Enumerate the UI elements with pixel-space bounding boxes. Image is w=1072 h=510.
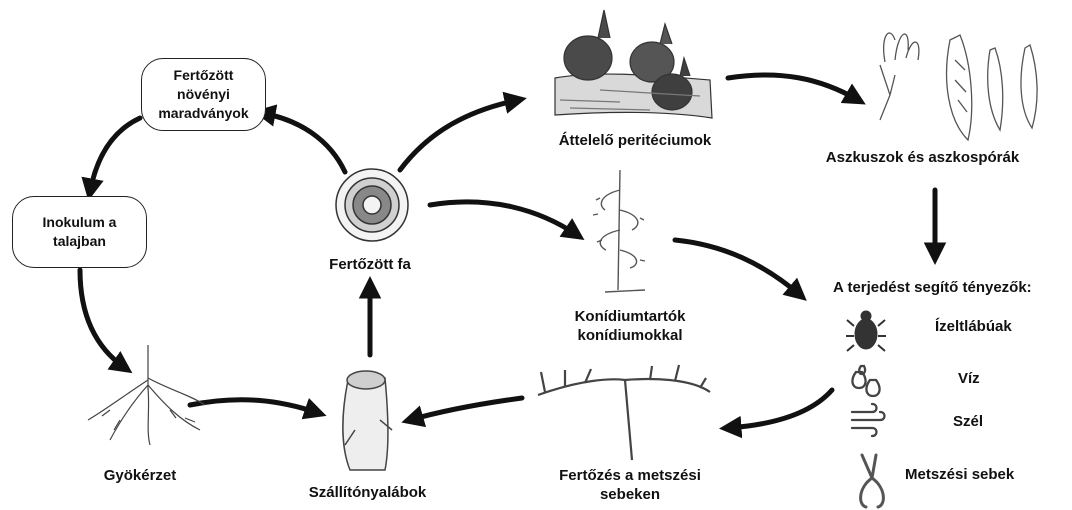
- factor-arthropods: Ízeltlábúak: [935, 318, 1012, 335]
- node-soil-inoculum: Inokulum a talajban: [12, 196, 147, 268]
- factors-title: A terjedést segítő tényezők:: [833, 278, 1063, 297]
- label-conidiophores-line1: Konídiumtartók: [555, 307, 705, 326]
- asci-illustration: [880, 33, 1037, 140]
- arrow-factors-to-vine: [728, 390, 832, 428]
- water-drops-icon: [852, 366, 879, 396]
- label-infected-tree: Fertőzött fa: [310, 255, 430, 274]
- arrow-tree-to-conidiophores: [430, 202, 577, 235]
- wind-icon: [852, 404, 885, 436]
- factor-pruning-wounds: Metszési sebek: [905, 466, 1014, 483]
- arrow-conidiophores-to-factors: [675, 240, 800, 295]
- node-infected-debris: Fertőzött növényi maradványok: [141, 58, 266, 131]
- arrow-tree-to-debris: [262, 113, 345, 172]
- label-roots: Gyökérzet: [90, 466, 190, 485]
- label-pruning-infection-line2: sebeken: [535, 485, 725, 504]
- arrow-roots-to-rootstocks: [190, 400, 318, 413]
- infected-tree-cross-section: [336, 169, 408, 241]
- beetle-icon: [846, 311, 886, 351]
- arrow-tree-to-perithecia: [400, 100, 518, 170]
- rootstock-illustration: [343, 371, 392, 470]
- label-asci: Aszkuszok és aszkospórák: [815, 148, 1030, 167]
- label-rootstocks: Szállítónyalábok: [285, 483, 450, 502]
- arrow-soil-to-roots: [80, 270, 125, 368]
- arrow-debris-to-soil: [90, 118, 140, 192]
- perithecia-illustration: [555, 10, 712, 118]
- grapevine-illustration: [538, 365, 710, 460]
- label-conidiophores-line2: konídiumokkal: [555, 326, 705, 345]
- label-pruning-infection: Fertőzés a metszési sebeken: [535, 466, 725, 504]
- arrow-vine-to-rootstocks: [410, 398, 522, 420]
- conidiophores-illustration: [593, 170, 645, 292]
- node-infected-debris-label: Fertőzött növényi maradványok: [158, 66, 248, 123]
- node-soil-inoculum-label: Inokulum a talajban: [43, 213, 117, 251]
- arrow-perithecia-to-asci: [728, 75, 858, 100]
- label-pruning-infection-line1: Fertőzés a metszési: [535, 466, 725, 485]
- factor-water: Víz: [958, 370, 980, 387]
- label-conidiophores: Konídiumtartók konídiumokkal: [555, 307, 705, 345]
- pruning-shears-icon: [861, 455, 884, 507]
- factor-wind: Szél: [953, 413, 983, 430]
- label-perithecia: Áttelelő peritéciumok: [535, 131, 735, 150]
- roots-illustration: [88, 345, 205, 445]
